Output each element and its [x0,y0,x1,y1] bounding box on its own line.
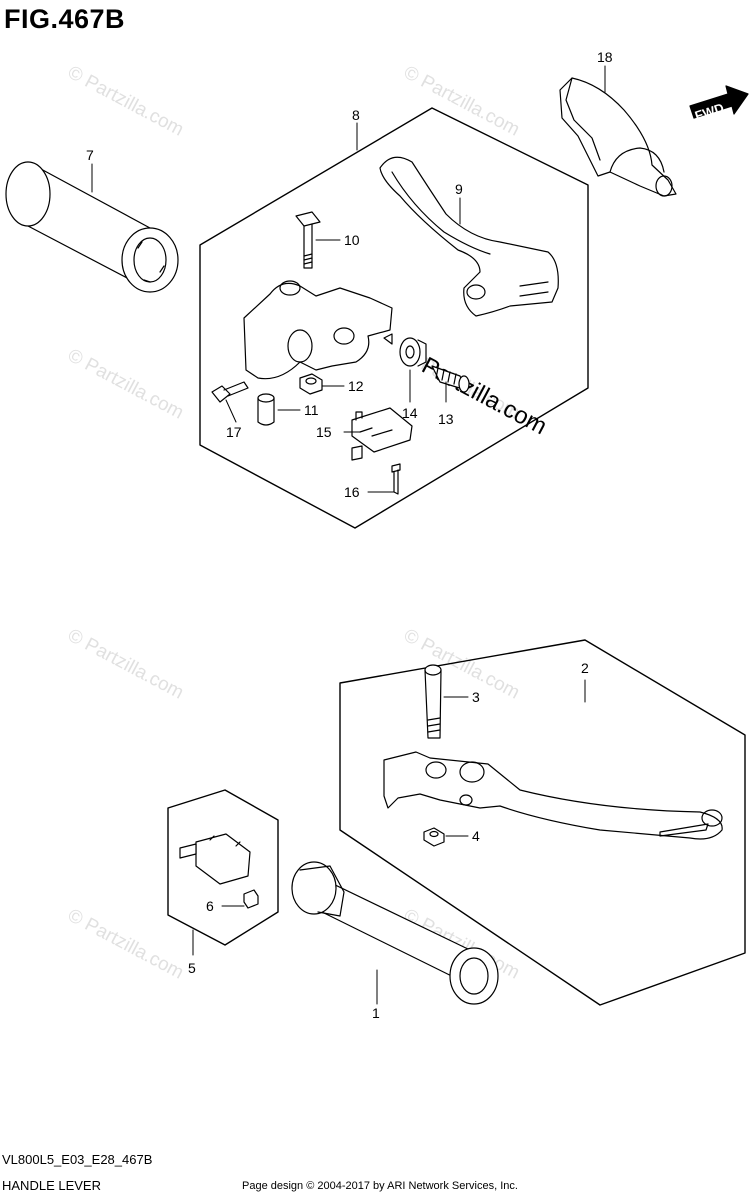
bolt-part-10 [295,211,321,269]
switch-part-5 [179,833,251,885]
callout-10: 10 [344,232,360,248]
switch-part-15 [351,407,413,461]
callout-11: 11 [304,402,319,418]
copyright-notice: Page design © 2004-2017 by ARI Network S… [242,1180,518,1192]
figure-name: HANDLE LEVER [2,1178,101,1193]
screw-part-16 [391,463,401,495]
nut-part-4 [423,827,445,847]
screw-part-6 [243,889,259,909]
callout-5: 5 [188,960,196,976]
callout-7: 7 [86,147,94,163]
callout-16: 16 [344,484,360,500]
nut-part-12 [299,373,323,395]
adjuster-part-14 [399,337,427,367]
callout-9: 9 [455,181,463,197]
callout-2: 2 [581,660,589,676]
callout-1: 1 [372,1005,380,1021]
grip-part-7 [5,161,179,293]
lever-part-9 [379,156,559,317]
callout-17: 17 [226,424,242,440]
assembly-box-8 [199,107,589,529]
callout-13: 13 [438,411,454,427]
fwd-arrow-icon [689,85,749,119]
callout-18: 18 [597,49,613,65]
callout-12: 12 [348,378,364,394]
assembly-box-2 [339,639,746,1006]
adjuster-part-13 [431,365,470,393]
callout-8: 8 [352,107,360,123]
callout-14: 14 [402,405,418,421]
bolt-part-3 [424,664,442,739]
figure-code: VL800L5_E03_E28_467B [2,1152,153,1167]
callout-15: 15 [316,424,332,440]
grip-part-1 [291,861,499,1005]
lever-holder [243,280,393,380]
callout-6: 6 [206,898,214,914]
sleeve-part-11 [257,393,275,426]
assembly-box-5 [167,789,279,946]
brake-lever-part-2 [383,751,723,840]
callout-4: 4 [472,828,480,844]
screw-part-17 [211,381,249,403]
figure-title: FIG.467B [4,4,126,34]
cover-part-18 [559,77,677,197]
callout-3: 3 [472,689,480,705]
